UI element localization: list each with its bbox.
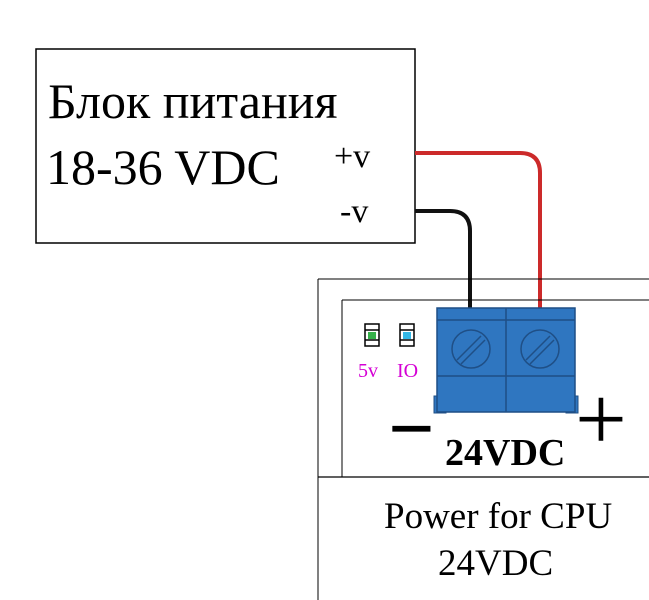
minus-terminal-label: -v bbox=[340, 193, 368, 230]
plus-sign: + bbox=[575, 368, 627, 470]
terminal-voltage-label: 24VDC bbox=[445, 432, 565, 474]
power-supply-box bbox=[35, 48, 416, 244]
power-supply-voltage: 18-36 VDC bbox=[46, 139, 280, 195]
plus-terminal-label: +v bbox=[334, 138, 370, 175]
terminal-block bbox=[433, 307, 579, 414]
led-io-label: IO bbox=[397, 360, 418, 382]
cpu-module bbox=[317, 278, 649, 600]
led-5v bbox=[364, 323, 380, 347]
module-caption-line2: 24VDC bbox=[438, 543, 553, 584]
negative-wire bbox=[415, 209, 472, 312]
power-supply-block: Блок питания 18-36 VDC +v -v bbox=[35, 48, 416, 244]
positive-wire bbox=[415, 151, 542, 312]
terminal-screw-positive bbox=[520, 329, 560, 369]
power-supply-title: Блок питания bbox=[48, 73, 337, 129]
led-io bbox=[399, 323, 415, 347]
led-5v-label: 5v bbox=[358, 360, 378, 382]
minus-sign: − bbox=[388, 383, 435, 474]
terminal-screw-negative bbox=[451, 329, 491, 369]
module-caption-line1: Power for CPU bbox=[384, 496, 612, 537]
